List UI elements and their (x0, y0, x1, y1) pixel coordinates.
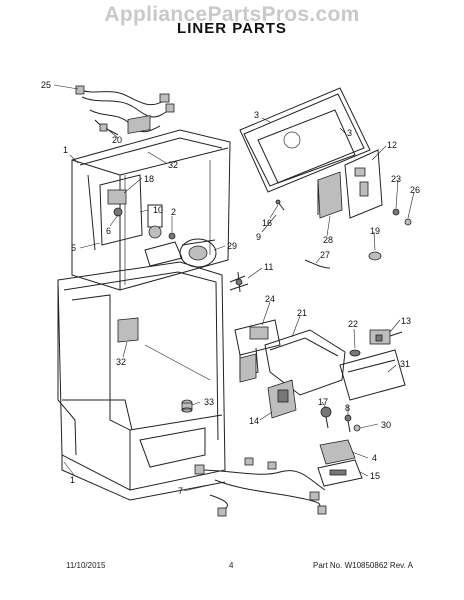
fan-shroud (179, 238, 217, 268)
callout-32-lower: 32 (116, 357, 126, 367)
callout-14: 14 (249, 416, 259, 426)
callout-27: 27 (320, 250, 330, 260)
callout-3-right: 3 (347, 128, 352, 138)
callout-31: 31 (400, 359, 410, 369)
callout-12: 12 (387, 140, 397, 150)
footer-date: 11/10/2015 (66, 561, 106, 570)
callout-1: 1 (63, 145, 68, 155)
footer-page-number: 4 (229, 561, 234, 570)
callout-7: 7 (178, 486, 183, 496)
wire-harness-top (75, 85, 175, 136)
callout-29: 29 (227, 241, 237, 251)
diagram-title: LINER PARTS (177, 20, 287, 37)
cover-plates (317, 439, 363, 487)
callout-15: 15 (370, 471, 380, 481)
dispenser-tray (264, 329, 406, 401)
callout-33: 33 (204, 397, 214, 407)
wire-harness-bottom (194, 457, 327, 517)
callout-1-lower: 1 (70, 475, 75, 485)
callout-labels: 25 20 1 32 18 10 2 6 5 29 3 3 12 23 26 1… (41, 80, 420, 496)
fresh-food-liner (57, 261, 226, 501)
evaporator-housing (234, 319, 281, 383)
callout-8: 8 (345, 403, 350, 413)
callout-11: 11 (264, 262, 273, 272)
callout-10: 10 (153, 205, 163, 215)
callout-22: 22 (348, 319, 358, 329)
liner-gasket-frame (239, 87, 371, 193)
callout-3-left: 3 (254, 110, 259, 120)
callout-19: 19 (370, 226, 380, 236)
air-duct (275, 171, 382, 261)
small-fasteners (320, 406, 361, 433)
footer-part-number: Part No. W10850862 Rev. A (313, 561, 413, 570)
leader-lines (53, 84, 415, 492)
callout-16: 16 (262, 218, 272, 228)
control-box (267, 379, 297, 419)
fan-motor-assembly (107, 189, 183, 267)
callout-5: 5 (71, 243, 76, 253)
callout-4: 4 (372, 453, 377, 463)
control-housing (344, 149, 412, 226)
callout-32: 32 (168, 160, 178, 170)
callout-21: 21 (297, 308, 307, 318)
callout-26: 26 (410, 185, 420, 195)
callout-13: 13 (401, 316, 411, 326)
callout-6: 6 (106, 226, 111, 236)
callout-24: 24 (265, 294, 275, 304)
fan-blade-and-tie (229, 259, 331, 293)
callout-25: 25 (41, 80, 51, 90)
callout-17: 17 (318, 397, 328, 407)
callout-18: 18 (144, 174, 154, 184)
callout-9: 9 (256, 232, 261, 242)
callout-30: 30 (381, 420, 391, 430)
callout-28: 28 (323, 235, 333, 245)
callout-23: 23 (391, 174, 401, 184)
small-cap-33 (181, 399, 193, 413)
freezer-liner (71, 115, 231, 291)
callout-2: 2 (171, 207, 176, 217)
valve-13 (369, 329, 403, 345)
callout-20: 20 (112, 135, 122, 145)
watermark-text: AppliancePartsPros.com (104, 3, 360, 26)
